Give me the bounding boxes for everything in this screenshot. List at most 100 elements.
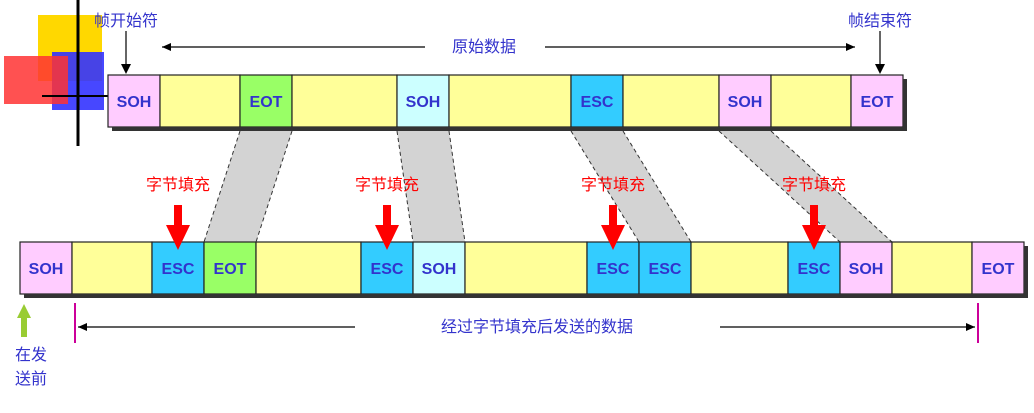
top-cell-label: SOH [117, 94, 152, 111]
stuffed-data-span-left-arrowhead [78, 323, 87, 331]
mapping-band-edge [448, 130, 466, 243]
send-first-label-line1: 在发 [15, 345, 47, 364]
stuffing-arrowhead [166, 225, 190, 250]
bottom-cell-label: ESC [649, 261, 682, 278]
bottom-cell-data [891, 241, 973, 295]
bottom-cell-esc: ESC [787, 241, 841, 295]
original-data-span-left-arrowhead [162, 43, 171, 51]
bottom-cell-data [690, 241, 789, 295]
frame-start-arrowhead [121, 64, 131, 74]
send-first-arrow-shaft [21, 317, 27, 337]
stuffed-data-span [78, 323, 975, 331]
original-data-label: 原始数据 [452, 37, 516, 56]
bottom-cell-label: ESC [798, 261, 831, 278]
byte-stuffing-label: 字节填充 [355, 175, 419, 194]
top-shadow-right [903, 79, 907, 131]
bottom-cell-label: EOT [982, 261, 1015, 278]
bottom-cell-box [787, 241, 841, 295]
bottom-cell-esc: ESC [638, 241, 692, 295]
bottom-shadow-bottom [24, 294, 1028, 298]
bottom-cell-data [255, 241, 362, 295]
bottom-cell-box [412, 241, 466, 295]
frame-start-label: 帧开始符 [94, 11, 158, 30]
mapping-band-edge [622, 130, 692, 243]
top-cell-label: EOT [250, 94, 283, 111]
frame-end-label: 帧结束符 [848, 11, 912, 30]
byte-stuffing-label: 字节填充 [782, 175, 846, 194]
bottom-cell-label: SOH [849, 261, 884, 278]
bottom-cell-box [151, 241, 205, 295]
send-first-label-line2: 送前 [15, 369, 47, 388]
stuffing-arrowhead [601, 225, 625, 250]
send-first-indicator: 在发 送前 [15, 304, 47, 388]
top-cell-box [770, 74, 852, 128]
stuffing-markers: 字节填充 字节填充 字节填充 字节填充 [146, 175, 846, 250]
mapping-band [719, 131, 892, 242]
stuffing-arrowhead [375, 225, 399, 250]
original-frame: SOH EOT SOH ESC SOH EOT [107, 74, 907, 131]
top-cell-esc: ESC [570, 74, 624, 128]
stuffing-arrow-shaft [174, 205, 182, 227]
top-cell-box [570, 74, 624, 128]
top-cell-soh: SOH [396, 74, 450, 128]
top-cell-data [291, 74, 398, 128]
byte-stuffing-label: 字节填充 [146, 175, 210, 194]
top-cell-data [770, 74, 852, 128]
top-cell-data [448, 74, 572, 128]
top-cell-label: ESC [581, 94, 614, 111]
bottom-cell-box [255, 241, 362, 295]
bottom-cell-box [690, 241, 789, 295]
original-data-span [162, 43, 855, 51]
mapping-band [397, 131, 465, 242]
bottom-cell-eot: EOT [971, 241, 1025, 295]
original-data-span-right-arrowhead [846, 43, 855, 51]
send-first-arrowhead [17, 304, 31, 318]
bottom-cell-box [71, 241, 153, 295]
bottom-cell-esc: ESC [360, 241, 414, 295]
stuffed-data-label: 经过字节填充后发送的数据 [441, 317, 633, 336]
stuffing-arrow-shaft [383, 205, 391, 227]
bottom-cell-soh: SOH [412, 241, 466, 295]
top-cell-soh: SOH [107, 74, 161, 128]
bottom-cell-soh: SOH [19, 241, 73, 295]
bottom-cell-box [464, 241, 588, 295]
mapping-band-edge [255, 130, 293, 243]
mapping-band-edge [396, 130, 414, 243]
bottom-shadow-right [1024, 246, 1028, 298]
bottom-cell-data [464, 241, 588, 295]
bottom-cell-box [891, 241, 973, 295]
mapping-bands [203, 130, 893, 243]
stuffing-arrowhead [802, 225, 826, 250]
byte-stuffing-label: 字节填充 [581, 175, 645, 194]
bottom-cell-esc: ESC [586, 241, 640, 295]
top-cell-soh: SOH [718, 74, 772, 128]
stuffed-data-span-right-arrowhead [966, 323, 975, 331]
top-cell-box [159, 74, 241, 128]
bottom-cell-box [638, 241, 692, 295]
slide-ornament [4, 0, 120, 146]
top-cell-box [718, 74, 772, 128]
top-cell-box [622, 74, 720, 128]
top-cell-label: EOT [861, 94, 894, 111]
mapping-band-edge [770, 130, 893, 243]
top-cell-box [850, 74, 904, 128]
top-cell-data [159, 74, 241, 128]
top-cell-eot: EOT [850, 74, 904, 128]
frame-end-arrowhead [875, 64, 885, 74]
top-cell-box [291, 74, 398, 128]
stuffing-arrow-shaft [609, 205, 617, 227]
bottom-cell-box [586, 241, 640, 295]
bottom-cell-label: ESC [162, 261, 195, 278]
mapping-band-edge [718, 130, 841, 243]
bottom-cell-data [71, 241, 153, 295]
top-cell-eot: EOT [239, 74, 293, 128]
bottom-cell-label: SOH [29, 261, 64, 278]
top-cell-data [622, 74, 720, 128]
mapping-band-edge [570, 130, 640, 243]
top-cell-box [448, 74, 572, 128]
bottom-cell-label: ESC [371, 261, 404, 278]
bottom-cell-esc: ESC [151, 241, 205, 295]
bottom-cell-soh: SOH [839, 241, 893, 295]
